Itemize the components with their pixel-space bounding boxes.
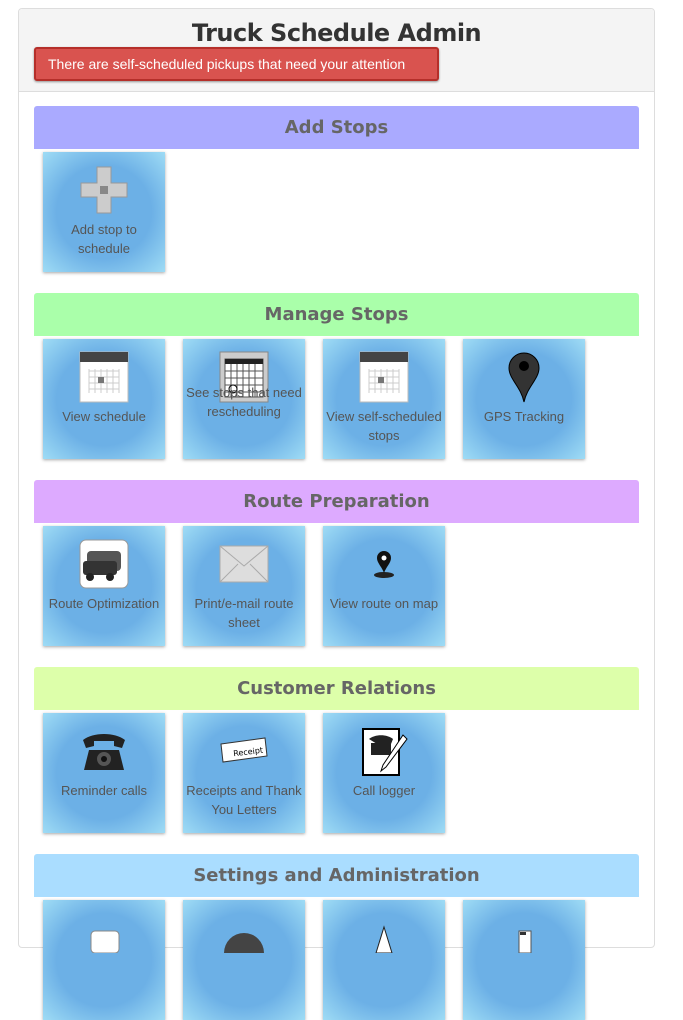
tile-label: Reminder calls bbox=[61, 783, 147, 798]
section-header: Customer Relations bbox=[34, 667, 639, 710]
receipt-icon: Receipt bbox=[183, 725, 305, 777]
tile-label: Add stop to schedule bbox=[71, 222, 137, 256]
tile-label: Receipts and Thank You Letters bbox=[186, 783, 302, 817]
svg-text:Receipt: Receipt bbox=[233, 746, 264, 759]
calendar-reschedule-icon bbox=[183, 351, 305, 403]
tile-button[interactable]: GPS Tracking bbox=[463, 339, 585, 459]
tile-button[interactable]: View self-scheduled stops bbox=[323, 339, 445, 459]
tile-button[interactable] bbox=[323, 900, 445, 1020]
tile-label: See stops that need rescheduling bbox=[186, 385, 302, 419]
page-title: Truck Schedule Admin bbox=[191, 19, 482, 47]
tile-label: View route on map bbox=[329, 596, 439, 611]
tile-button[interactable]: View route on map bbox=[323, 526, 445, 646]
admin-panel: Truck Schedule Admin There are self-sche… bbox=[18, 8, 655, 1020]
section-header: Route Preparation bbox=[34, 480, 639, 523]
tile-button[interactable]: Add stop to schedule bbox=[43, 152, 165, 272]
section-header: Settings and Administration bbox=[34, 854, 639, 897]
admin-icon bbox=[323, 912, 445, 964]
user-icon bbox=[183, 912, 305, 964]
calendar-icon bbox=[323, 351, 445, 403]
vehicles-icon bbox=[43, 538, 165, 590]
attention-alert[interactable]: There are self-scheduled pickups that ne… bbox=[34, 47, 439, 81]
map-pin-icon bbox=[463, 351, 585, 403]
document-icon bbox=[463, 912, 585, 964]
tile-button[interactable]: Call logger bbox=[323, 713, 445, 833]
map-marker-icon bbox=[323, 538, 445, 590]
tile-button[interactable] bbox=[463, 900, 585, 1020]
section-header: Manage Stops bbox=[34, 293, 639, 336]
tile-row: Add stop to schedule bbox=[34, 149, 639, 272]
tile-button[interactable]: See stops that need rescheduling bbox=[183, 339, 305, 459]
tile-label: GPS Tracking bbox=[483, 409, 565, 424]
settings-icon bbox=[43, 912, 165, 964]
tile-button[interactable]: Route Optimization bbox=[43, 526, 165, 646]
section-settings-and-administration: Settings and Administration bbox=[34, 854, 639, 1020]
plus-icon bbox=[43, 164, 165, 216]
tile-button[interactable]: Print/e-mail route sheet bbox=[183, 526, 305, 646]
envelope-icon bbox=[183, 538, 305, 590]
tile-row bbox=[34, 897, 639, 1020]
panel-header: Truck Schedule Admin There are self-sche… bbox=[19, 9, 654, 92]
tile-row: View schedule See stops that need resched… bbox=[34, 336, 639, 459]
tile-label: Route Optimization bbox=[48, 596, 160, 611]
calendar-icon bbox=[43, 351, 165, 403]
tile-button[interactable]: Reminder calls bbox=[43, 713, 165, 833]
section-header: Add Stops bbox=[34, 106, 639, 149]
tile-row: Route Optimization Print/e-mail route she… bbox=[34, 523, 639, 646]
tile-button[interactable]: View schedule bbox=[43, 339, 165, 459]
telephone-icon bbox=[43, 725, 165, 777]
tile-label: View self-scheduled stops bbox=[326, 409, 442, 443]
call-log-icon bbox=[323, 725, 445, 777]
tile-label: Print/e-mail route sheet bbox=[194, 596, 294, 630]
tile-label: Call logger bbox=[352, 783, 416, 798]
tile-label: View schedule bbox=[62, 409, 146, 424]
tile-button[interactable] bbox=[183, 900, 305, 1020]
tile-button[interactable] bbox=[43, 900, 165, 1020]
